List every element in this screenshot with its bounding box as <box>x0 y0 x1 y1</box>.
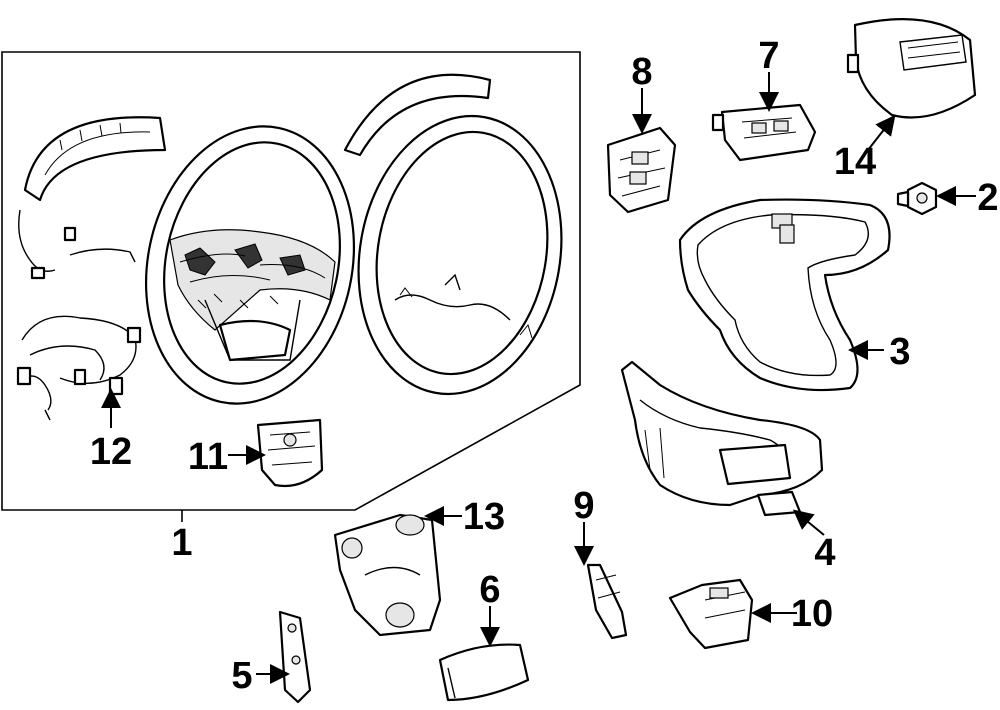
lower-bezel <box>678 198 891 392</box>
callout-8: 8 <box>631 51 652 93</box>
callout-14: 14 <box>834 141 876 183</box>
switch-assembly-8 <box>606 126 677 214</box>
side-bracket <box>278 610 312 704</box>
wire-harness <box>16 315 142 421</box>
callout-labels: 1 2 3 4 5 6 7 8 9 10 11 12 13 14 <box>90 35 999 697</box>
callout-5: 5 <box>231 655 252 697</box>
upper-bezel <box>620 360 824 517</box>
leader-lines <box>101 72 976 684</box>
callout-1: 1 <box>171 522 192 564</box>
callout-9: 9 <box>573 485 594 527</box>
switch-assembly-7 <box>711 103 817 162</box>
callout-6: 6 <box>479 569 500 611</box>
hex-nut <box>896 181 938 216</box>
airbag-module <box>846 18 977 119</box>
upper-harness <box>18 209 136 280</box>
switch-assembly-10 <box>668 578 754 650</box>
callout-2: 2 <box>977 177 998 219</box>
callout-12: 12 <box>90 431 132 473</box>
wheel-upper-trim-left <box>23 116 167 202</box>
callout-13: 13 <box>463 496 505 538</box>
switch-mount <box>256 418 324 488</box>
bezel-bracket <box>333 513 442 637</box>
callout-10: 10 <box>791 593 833 635</box>
cover-cap <box>438 643 530 702</box>
steering-wheel-front <box>144 125 356 405</box>
callout-4: 4 <box>814 532 835 574</box>
steering-wheel-rear <box>357 114 563 396</box>
callout-11: 11 <box>188 436 228 478</box>
callout-3: 3 <box>889 331 910 373</box>
callout-7: 7 <box>758 35 779 77</box>
assembly-box <box>1 51 581 522</box>
wheel-upper-trim-right <box>343 73 492 157</box>
switch-assembly-9 <box>586 563 628 640</box>
